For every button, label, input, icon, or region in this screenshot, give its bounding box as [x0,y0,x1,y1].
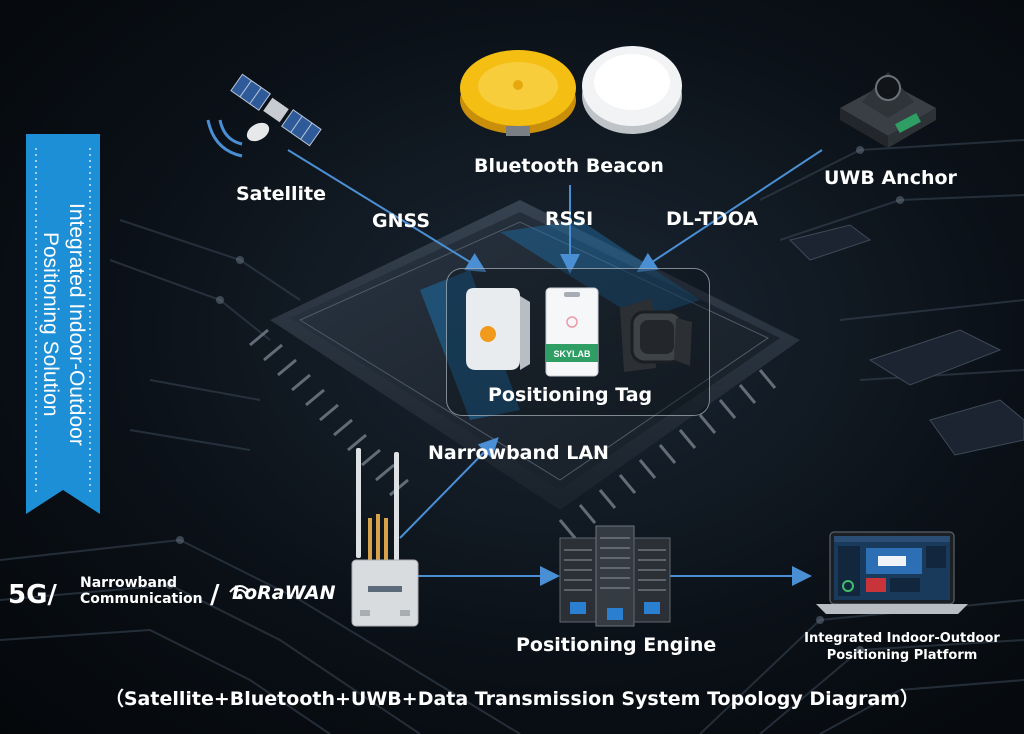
banner-title: Integrated Indoor-Outdoor Positioning So… [26,134,100,514]
banner-title-line1: Integrated Indoor-Outdoor [65,202,88,446]
narrowband-lan-arrow [399,437,499,539]
banner-ribbon [26,134,100,514]
skylab-card-tag-icon: SKYLAB [545,287,599,377]
rssi-label: RSSI [545,208,594,230]
server-rack-icon [559,525,671,627]
positioning-engine-label: Positioning Engine [516,634,717,656]
platform-label: Integrated Indoor-Outdoor Positioning Pl… [796,630,1008,664]
lorawan-signal-icon [229,585,251,598]
uwb-anchor-label: UWB Anchor [824,167,957,189]
platform-label-line1: Integrated Indoor-Outdoor [804,631,1000,646]
platform-laptop-icon [816,531,968,614]
yellow-beacon-icon [460,50,576,136]
platform-label-line2: Positioning Platform [826,648,978,663]
bluetooth-beacon-label: Bluetooth Beacon [474,155,664,177]
fiveg-label: 5G/ [8,580,57,610]
uwb-anchor-icon [840,72,936,148]
banner-title-line2: Positioning Solution [39,231,62,417]
watch-tag-icon [620,298,692,372]
diagram-caption: （Satellite+Bluetooth+UWB+Data Transmissi… [104,688,920,710]
white-beacon-icon [582,46,682,134]
gnss-arrow [287,149,487,273]
dltdoa-arrow [636,149,823,273]
narrowband-lan-label: Narrowband LAN [428,442,609,464]
comms-slash: / [210,580,220,610]
skylab-label: SKYLAB [553,349,591,359]
positioning-tag-label: Positioning Tag [488,384,653,406]
lorawan-label: LoRaWAN [232,582,336,604]
satellite-label: Satellite [236,183,326,205]
narrowband-text: Narrowband [80,575,177,591]
narrowband-gateway-icon [351,448,419,627]
gnss-label: GNSS [372,210,431,232]
satellite-icon [206,73,322,158]
narrowband-communication-label: Narrowband Communication [80,575,203,607]
white-tag-device-icon [466,288,530,370]
dltdoa-label: DL-TDOA [666,208,759,230]
communication-text: Communication [80,591,203,607]
